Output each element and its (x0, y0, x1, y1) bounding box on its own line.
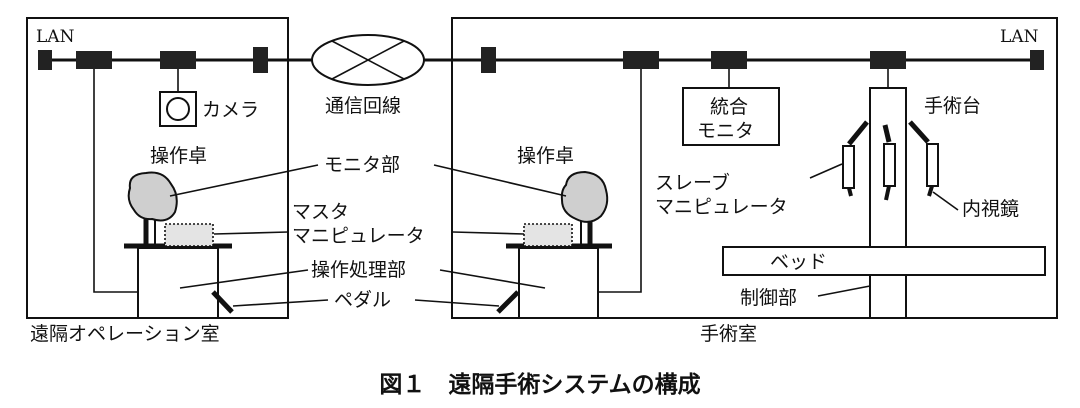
lan-terminal-left (38, 50, 52, 70)
master-manipulator-left (164, 223, 214, 247)
leader-master-right (452, 231, 525, 235)
leader-slave (809, 163, 843, 179)
leader-master-left (213, 231, 289, 235)
label-lan-right: LAN (1000, 27, 1039, 47)
label-console-left: 操作卓 (150, 145, 207, 167)
leader-processing-right (439, 269, 546, 289)
lan-node-operating-table (870, 51, 906, 69)
lan-terminal-remote-gateway (253, 47, 268, 73)
label-slave-1: スレーブ (655, 171, 730, 194)
label-operating-table: 手術台 (924, 95, 981, 117)
integrated-monitor-box (682, 87, 780, 146)
wire-console-right (598, 69, 642, 293)
leader-endoscope (932, 191, 959, 211)
lan-node-camera (160, 51, 196, 69)
master-manipulator-right (523, 223, 573, 247)
lan-node-console-right (623, 51, 659, 69)
label-processing-unit: 操作処理部 (311, 259, 406, 281)
label-remote-room: 遠隔オペレーション室 (30, 323, 220, 345)
leader-monitor-left (169, 164, 319, 197)
slave-manipulator-arms (842, 120, 939, 201)
lan-terminal-right (1030, 50, 1044, 70)
lan-terminal-or-gateway (481, 47, 496, 73)
lan-node-integrated-monitor (711, 51, 747, 69)
remote-room-box (26, 17, 289, 319)
camera-icon (159, 91, 197, 127)
leader-monitor-right (433, 164, 567, 197)
lan-node-console-left (76, 51, 112, 69)
label-camera: カメラ (202, 99, 259, 121)
communication-line-symbol (311, 34, 425, 86)
leader-pedal-right (414, 299, 500, 307)
operating-table-column (869, 87, 907, 319)
label-master-2: マニピュレータ (292, 225, 425, 247)
label-pedal: ペダル (334, 289, 391, 311)
label-integrated-2: モニタ (697, 120, 754, 142)
label-comm-line: 通信回線 (325, 95, 401, 117)
bed-rect (722, 246, 1046, 276)
label-endoscope: 内視鏡 (962, 198, 1019, 220)
leader-control (817, 285, 871, 297)
pedal-right (496, 290, 520, 314)
figure-caption: 図１ 遠隔手術システムの構成 (379, 371, 700, 398)
label-console-right: 操作卓 (517, 145, 574, 167)
wire-console-left (93, 69, 138, 293)
label-operating-room: 手術室 (700, 323, 757, 345)
console-right (496, 170, 612, 319)
monitor-right (560, 170, 609, 223)
label-master-1: マスタ (292, 201, 349, 223)
monitor-left (127, 171, 178, 222)
label-control-unit: 制御部 (740, 287, 797, 309)
operating-room-box (451, 17, 1058, 319)
label-slave-2: マニピュレータ (655, 196, 788, 218)
label-monitor-unit: モニタ部 (324, 154, 400, 176)
leader-processing-left (179, 269, 309, 289)
pedal-left (211, 290, 234, 314)
label-lan-left: LAN (36, 27, 75, 47)
label-integrated-1: 統合 (710, 96, 748, 118)
leader-pedal-left (232, 299, 329, 307)
label-bed: ベッド (770, 251, 827, 273)
